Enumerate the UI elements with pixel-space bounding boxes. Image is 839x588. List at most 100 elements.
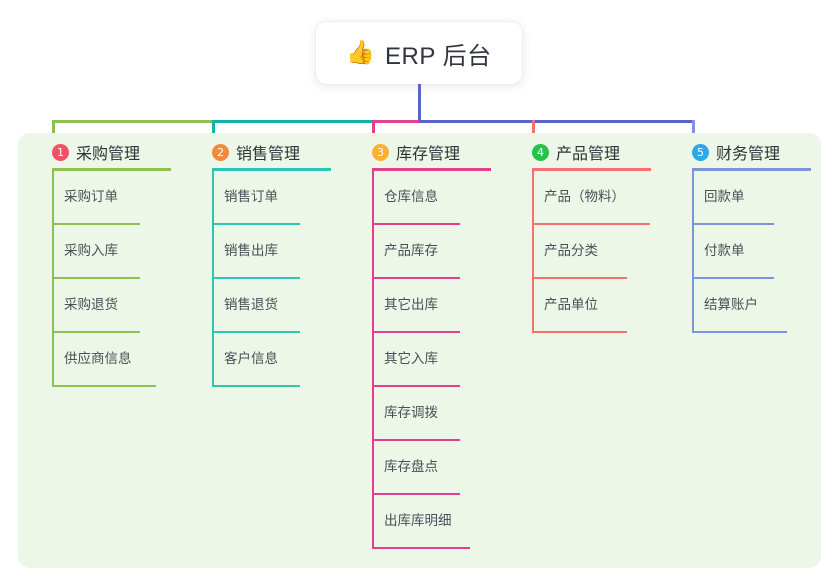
branch-item-rule [372,331,460,333]
branch-item-5-1[interactable]: 回款单 [692,171,830,225]
branches-panel: 1 采购管理 采购订单 采购入库 采购退货 供应商信息 [18,133,821,568]
branch-title: 采购管理 [76,146,141,163]
branch-item-3-2[interactable]: 产品库存 [372,225,510,279]
branch-item-3-1[interactable]: 仓库信息 [372,171,510,225]
branch-header[interactable]: 3 库存管理 [350,133,510,171]
branch-item-rule [532,331,627,333]
branch-number-badge: 5 [692,143,709,161]
branch-header-rule [372,168,491,171]
branch-header-rule [212,168,331,171]
branch-item-label: 出库库明细 [384,513,452,528]
branch-item-3-6[interactable]: 库存盘点 [372,441,510,495]
branch-item-3-5[interactable]: 库存调拨 [372,387,510,441]
branch-spine [692,171,694,333]
branch-item-label: 付款单 [704,243,745,258]
branch-item-rule [52,223,140,225]
branch-spine [52,171,54,387]
branch-number-badge: 3 [372,143,389,161]
branch-item-label: 产品分类 [544,243,598,258]
branch-item-4-3[interactable]: 产品单位 [532,279,670,333]
branch-item-rule [52,277,140,279]
branch-item-1-1[interactable]: 采购订单 [52,171,190,225]
branch-item-label: 结算账户 [704,297,758,312]
branch-item-label: 客户信息 [224,351,278,366]
branch-item-rule [372,223,460,225]
branch-item-label: 其它入库 [384,351,438,366]
branch-column-3: 3 库存管理 仓库信息 产品库存 其它出库 其它入库 库存调拨 [350,133,510,549]
branch-item-rule [532,277,627,279]
bus-segment-4 [532,120,695,123]
branch-items: 采购订单 采购入库 采购退货 供应商信息 [30,171,190,387]
branch-item-rule [372,439,460,441]
branch-item-5-2[interactable]: 付款单 [692,225,830,279]
branch-item-label: 采购退货 [64,297,118,312]
branch-item-2-3[interactable]: 销售退货 [212,279,350,333]
branch-items: 产品（物料） 产品分类 产品单位 [510,171,670,333]
branch-item-rule [372,493,460,495]
branch-item-rule [692,277,774,279]
branch-column-5: 5 财务管理 回款单 付款单 结算账户 [670,133,830,333]
branch-item-1-3[interactable]: 采购退货 [52,279,190,333]
branch-column-1: 1 采购管理 采购订单 采购入库 采购退货 供应商信息 [30,133,190,387]
branch-item-2-4[interactable]: 客户信息 [212,333,350,387]
root-node[interactable]: 👍 ERP 后台 [316,22,522,84]
branch-item-label: 产品（物料） [544,189,625,204]
branch-item-label: 库存调拨 [384,405,438,420]
branch-item-2-1[interactable]: 销售订单 [212,171,350,225]
branch-item-rule [372,277,460,279]
branch-item-3-7[interactable]: 出库库明细 [372,495,510,549]
branch-item-rule [212,277,300,279]
branch-item-label: 销售出库 [224,243,278,258]
thumbs-up-icon: 👍 [346,39,376,66]
branch-item-rule [372,547,470,549]
branch-item-label: 回款单 [704,189,745,204]
branch-item-1-4[interactable]: 供应商信息 [52,333,190,387]
branch-item-label: 供应商信息 [64,351,132,366]
branch-items: 回款单 付款单 结算账户 [670,171,830,333]
bus-segment-2 [212,120,375,123]
branch-spine [372,171,374,549]
branch-item-4-1[interactable]: 产品（物料） [532,171,670,225]
branch-item-label: 仓库信息 [384,189,438,204]
branch-item-1-2[interactable]: 采购入库 [52,225,190,279]
branch-column-4: 4 产品管理 产品（物料） 产品分类 产品单位 [510,133,670,333]
branch-header-rule [532,168,651,171]
branch-item-label: 销售订单 [224,189,278,204]
branch-item-3-3[interactable]: 其它出库 [372,279,510,333]
branch-header[interactable]: 1 采购管理 [30,133,190,171]
branch-item-rule [212,223,300,225]
branch-item-rule [212,331,300,333]
branch-header[interactable]: 4 产品管理 [510,133,670,171]
branch-item-label: 产品库存 [384,243,438,258]
branch-header[interactable]: 2 销售管理 [190,133,350,171]
branch-column-2: 2 销售管理 销售订单 销售出库 销售退货 客户信息 [190,133,350,387]
branch-item-4-2[interactable]: 产品分类 [532,225,670,279]
branch-items: 仓库信息 产品库存 其它出库 其它入库 库存调拨 库存盘点 出库库明细 [350,171,510,549]
branch-item-3-4[interactable]: 其它入库 [372,333,510,387]
branch-number-badge: 4 [532,143,549,161]
branch-item-label: 其它出库 [384,297,438,312]
branch-item-2-2[interactable]: 销售出库 [212,225,350,279]
branch-item-rule [692,223,774,225]
branch-title: 产品管理 [556,146,621,163]
branch-title: 销售管理 [236,146,301,163]
branch-item-label: 采购入库 [64,243,118,258]
root-title: ERP 后台 [385,42,492,70]
branch-item-rule [52,385,156,387]
branch-items: 销售订单 销售出库 销售退货 客户信息 [190,171,350,387]
root-stem-connector [418,84,421,123]
branch-item-label: 产品单位 [544,297,598,312]
branch-item-label: 采购订单 [64,189,118,204]
bus-segment-root-right [419,120,532,123]
branch-item-5-3[interactable]: 结算账户 [692,279,830,333]
branch-header[interactable]: 5 财务管理 [670,133,830,171]
branch-number-badge: 1 [52,143,69,161]
branch-item-rule [212,385,300,387]
branch-header-rule [52,168,171,171]
branch-header-rule [692,168,811,171]
branch-number-badge: 2 [212,143,229,161]
branch-spine [212,171,214,387]
bus-segment-1 [52,120,215,123]
branch-item-label: 销售退货 [224,297,278,312]
